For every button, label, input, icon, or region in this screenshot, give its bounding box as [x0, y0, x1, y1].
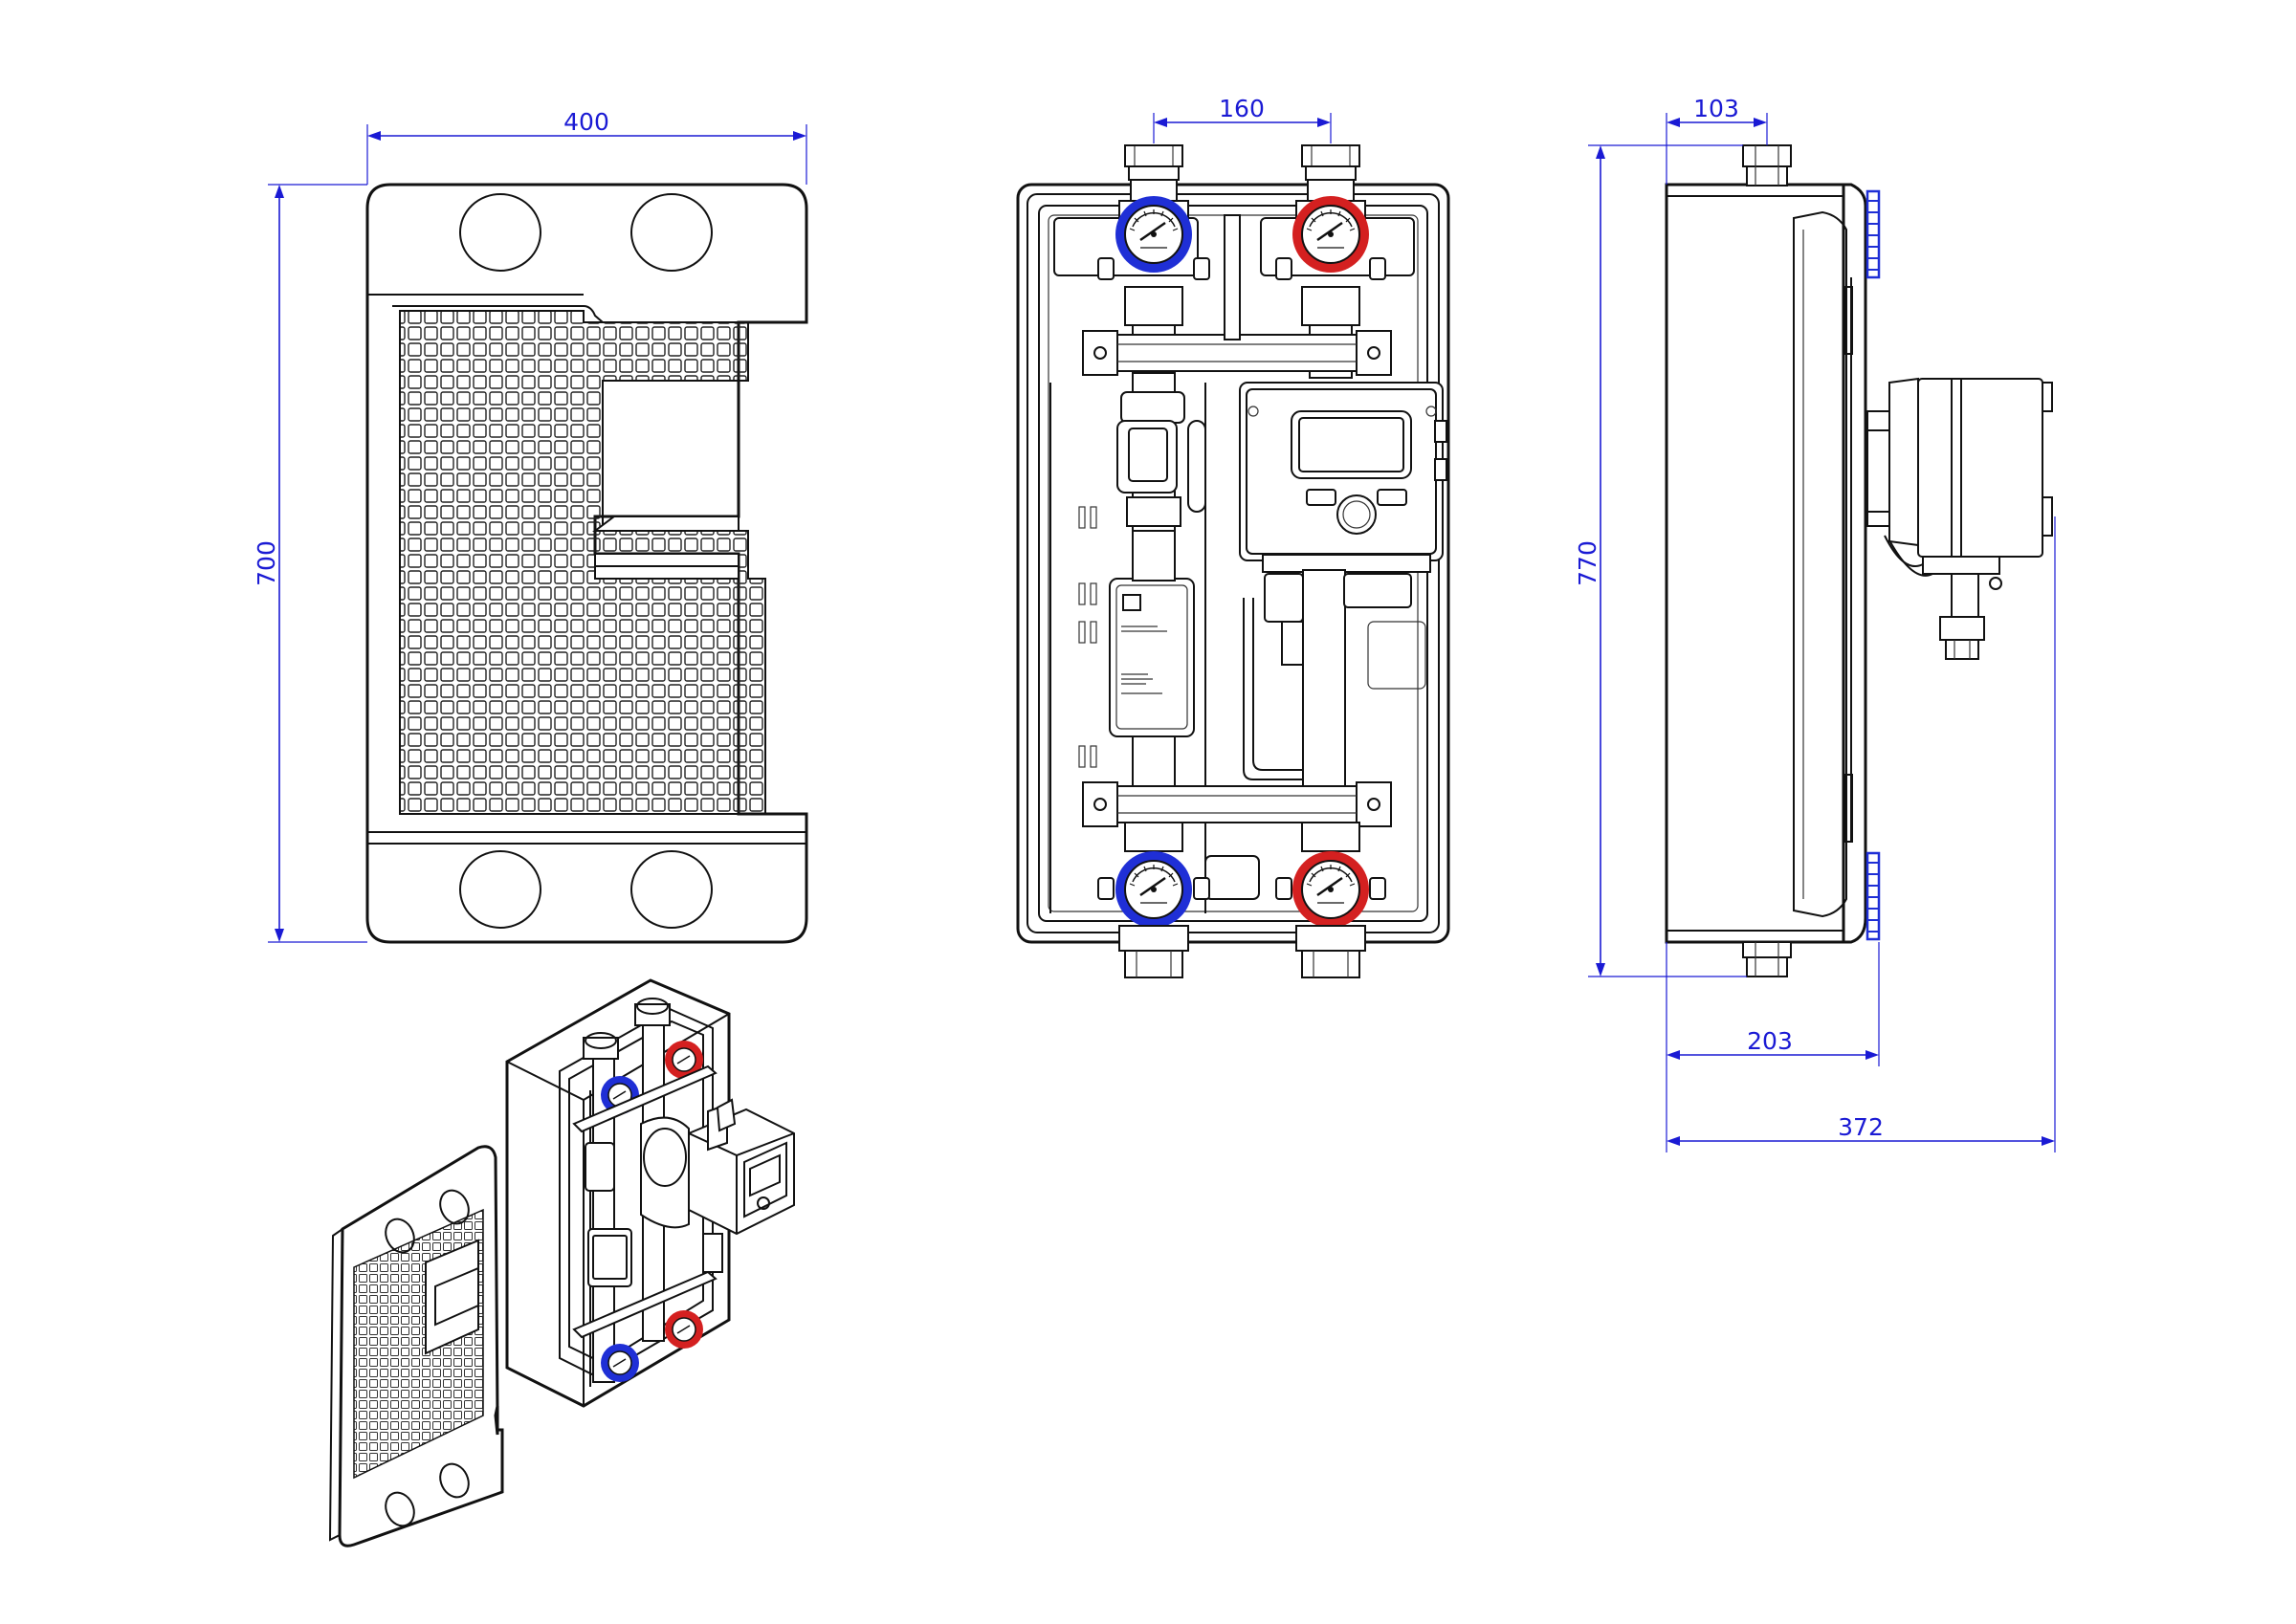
side-controller [1917, 378, 2043, 558]
iso-return-valve-bottom [601, 1344, 639, 1382]
dimension-total-depth: 372 [1666, 516, 2056, 1152]
iso-flow-valve-top [665, 1041, 703, 1079]
cover-height-label: 700 [253, 540, 280, 586]
return-gauge-bottom [1114, 849, 1194, 930]
side-clip-bottom [1866, 851, 1881, 941]
dimension-enclosure-height: 770 [1574, 144, 1747, 977]
side-clip-top [1866, 189, 1881, 279]
front-cover-view [365, 183, 808, 944]
total-depth-label: 372 [1838, 1113, 1884, 1141]
flow-gauge-bottom [1291, 849, 1371, 930]
cover-width-label: 400 [563, 108, 609, 136]
isometric-view [328, 978, 795, 1547]
side-view [1665, 144, 2053, 977]
dimension-pipe-spacing: 160 [1153, 95, 1332, 143]
dimension-enclosure-depth: 203 [1666, 942, 1880, 1066]
pipe-spacing-label: 160 [1219, 95, 1265, 122]
iso-flow-valve-bottom [665, 1310, 703, 1349]
return-gauge-top [1114, 194, 1194, 274]
dimension-cover-width: 400 [366, 108, 807, 185]
enclosure-height-label: 770 [1574, 540, 1601, 586]
front-station-view [1016, 144, 1450, 978]
side-offset-label: 103 [1693, 95, 1739, 122]
enclosure-depth-label: 203 [1747, 1027, 1793, 1055]
dimension-side-offset: 103 [1666, 95, 1768, 185]
dimension-cover-height: 700 [253, 184, 367, 943]
flow-gauge-top [1291, 194, 1371, 274]
